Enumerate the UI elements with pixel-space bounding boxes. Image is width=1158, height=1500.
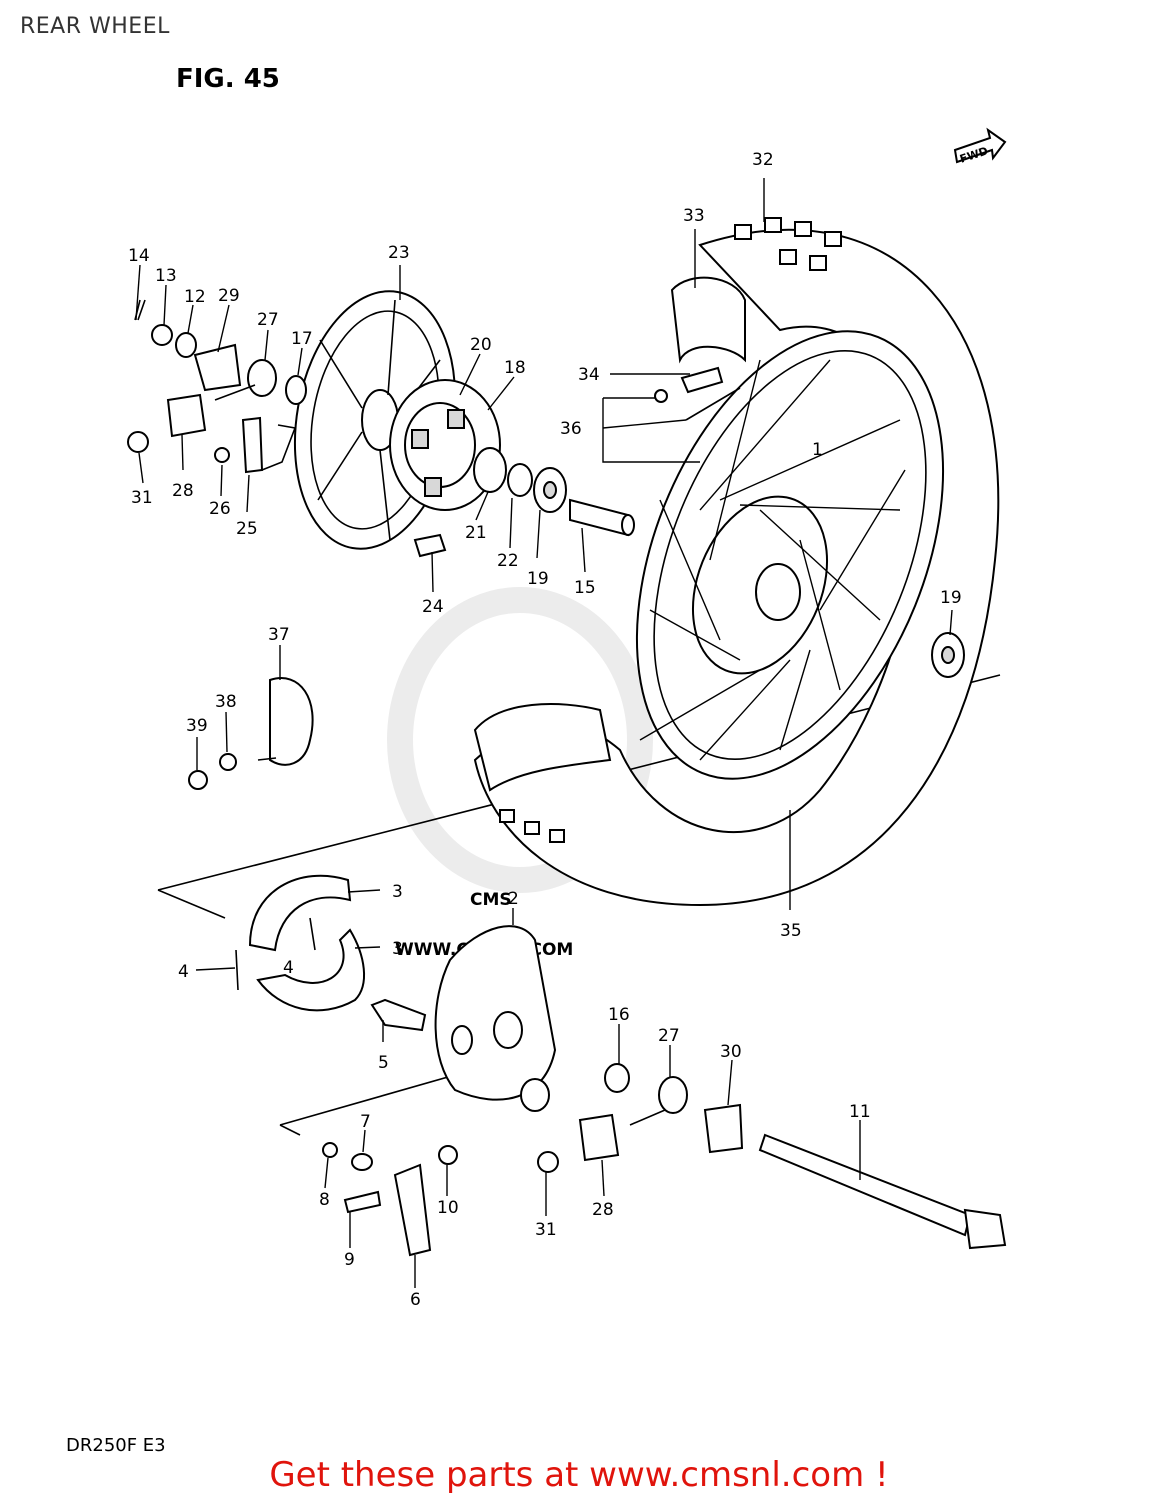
callout-4a: 4 <box>178 962 189 982</box>
callout-28a: 28 <box>172 481 194 501</box>
spokes <box>639 359 906 761</box>
callout-37: 37 <box>268 625 290 645</box>
callout-6: 6 <box>410 1290 421 1310</box>
callout-23: 23 <box>388 243 410 263</box>
callout-1: 1 <box>812 440 823 460</box>
callout-5: 5 <box>378 1053 389 1073</box>
sprocket-bolt <box>413 533 447 558</box>
rear-axle <box>758 1133 1007 1250</box>
callout-30: 30 <box>720 1042 742 1062</box>
callout-9: 9 <box>344 1250 355 1270</box>
rear-wheel-assembly <box>473 217 1000 907</box>
callout-32: 32 <box>752 150 774 170</box>
sprocket-drum <box>389 379 507 511</box>
callout-4b: 4 <box>283 958 294 978</box>
callout-labels: 1 2 3 3 4 4 5 6 7 8 9 10 11 12 13 14 15 … <box>128 150 962 1310</box>
model-code: DR250F E3 <box>66 1435 166 1456</box>
figure-label: FIG. 45 <box>176 64 280 94</box>
callout-27a: 27 <box>257 310 279 330</box>
callout-7: 7 <box>360 1112 371 1132</box>
cta-link[interactable]: Get these parts at www.cmsnl.com ! <box>269 1455 889 1495</box>
brake-shoes <box>235 874 366 1012</box>
callout-31a: 31 <box>131 488 153 508</box>
callout-33: 33 <box>683 206 705 226</box>
callout-19a: 19 <box>527 569 549 589</box>
callout-10: 10 <box>437 1198 459 1218</box>
callout-38: 38 <box>215 692 237 712</box>
page-title: REAR WHEEL <box>20 14 170 39</box>
callout-2: 2 <box>508 889 519 909</box>
callout-25: 25 <box>236 519 258 539</box>
callout-13: 13 <box>155 266 177 286</box>
callout-29: 29 <box>218 286 240 306</box>
guard-plate <box>188 677 314 790</box>
callout-26: 26 <box>209 499 231 519</box>
watermark-brand: CMS <box>470 890 512 910</box>
callout-8: 8 <box>319 1190 330 1210</box>
callout-35: 35 <box>780 921 802 941</box>
callout-21: 21 <box>465 523 487 543</box>
callout-11: 11 <box>849 1102 871 1122</box>
callout-24: 24 <box>422 597 444 617</box>
tire-tread <box>499 217 842 843</box>
callout-19b: 19 <box>940 588 962 608</box>
callout-12: 12 <box>184 287 206 307</box>
callout-3b: 3 <box>392 939 403 959</box>
callout-17: 17 <box>291 329 313 349</box>
callout-15: 15 <box>574 578 596 598</box>
fwd-arrow-icon: FWD <box>953 127 1007 166</box>
brake-panel <box>370 925 557 1112</box>
callout-20: 20 <box>470 335 492 355</box>
callout-3a: 3 <box>392 882 403 902</box>
callout-22: 22 <box>497 551 519 571</box>
callout-28b: 28 <box>592 1200 614 1220</box>
chain-adjuster-left <box>127 299 307 474</box>
exploded-parts-diagram: CMS WWW.CMSNL.COM FWD <box>127 127 1007 1310</box>
callout-18: 18 <box>504 358 526 378</box>
callout-14: 14 <box>128 246 150 266</box>
brake-arm-hardware <box>322 1063 744 1257</box>
callout-34: 34 <box>578 365 600 385</box>
callout-27b: 27 <box>658 1026 680 1046</box>
callout-39: 39 <box>186 716 208 736</box>
callout-31b: 31 <box>535 1220 557 1240</box>
bearings-spacers <box>507 463 965 678</box>
leader-lines <box>135 178 953 1288</box>
callout-16: 16 <box>608 1005 630 1025</box>
callout-36: 36 <box>560 419 582 439</box>
